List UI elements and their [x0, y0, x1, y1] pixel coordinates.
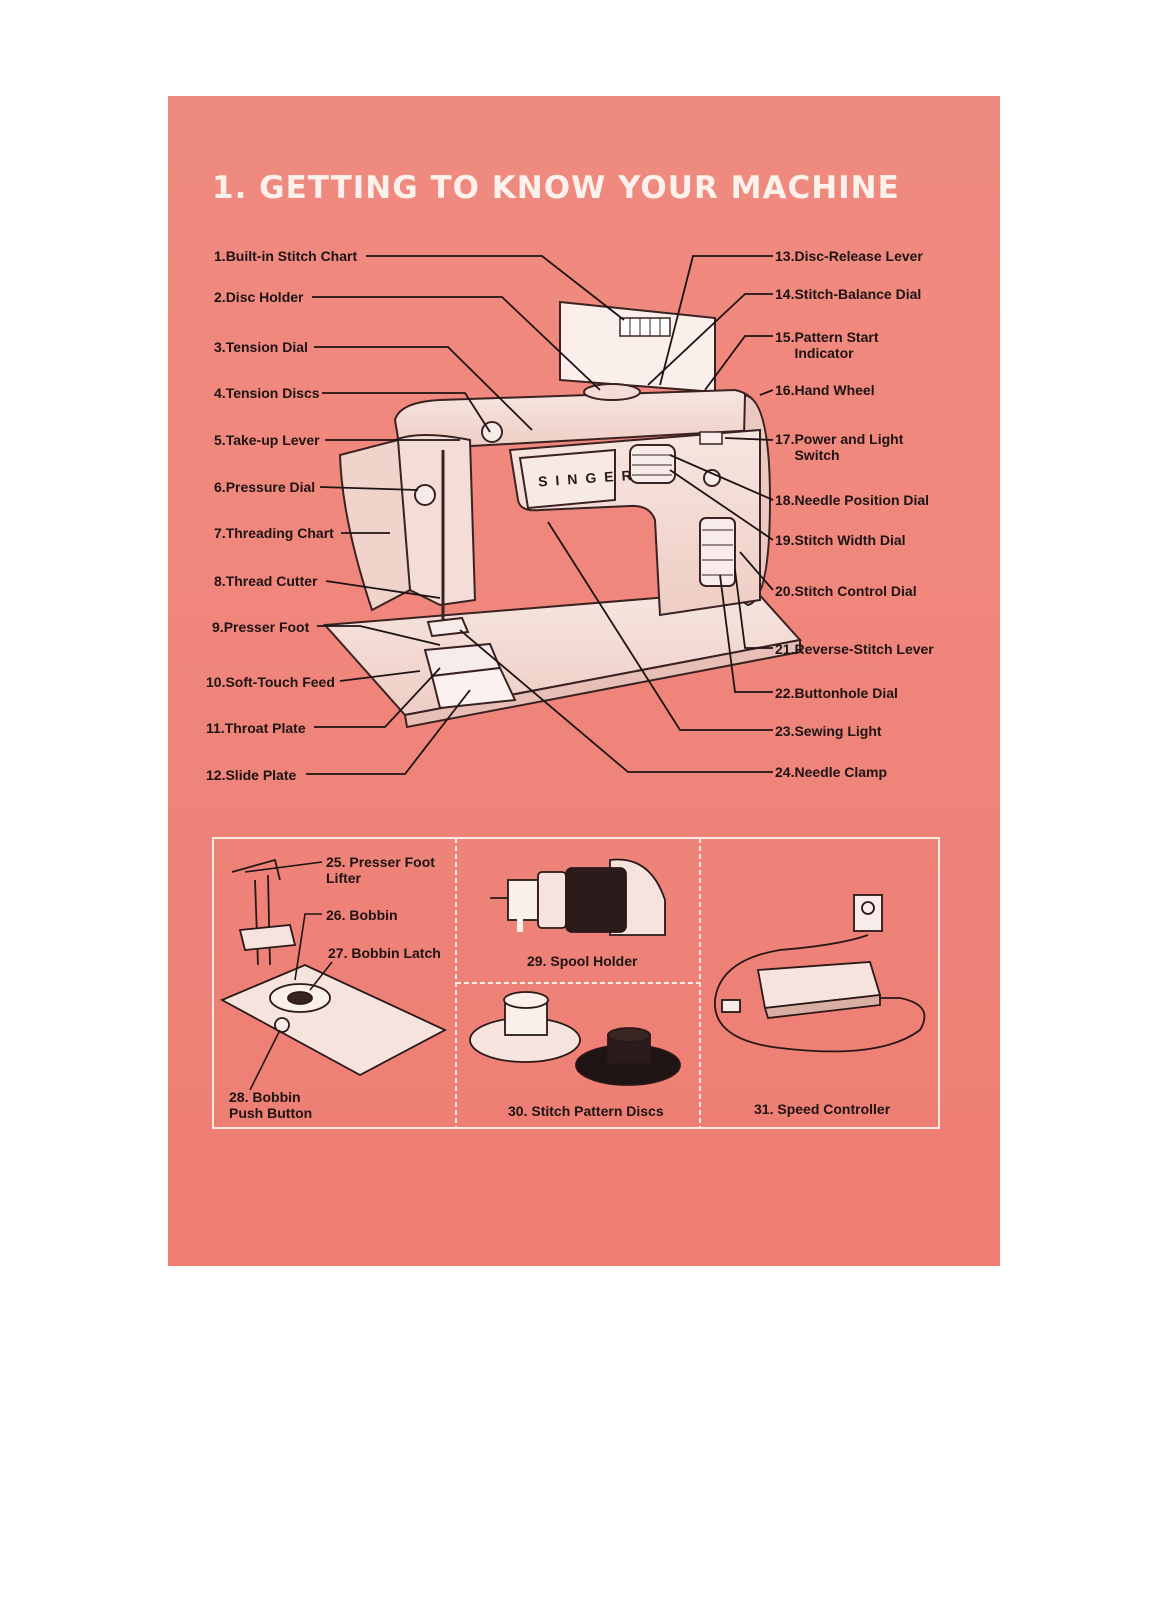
- accessory-panels: [212, 837, 940, 1129]
- label-buttonhole-dial: 22.Buttonhole Dial: [775, 685, 898, 701]
- label-tension-dial: 3.Tension Dial: [214, 339, 308, 355]
- label-hand-wheel: 16.Hand Wheel: [775, 382, 875, 398]
- label-pattern-start-indicator: 15.Pattern Start Indicator: [775, 329, 879, 361]
- label-throat-plate: 11.Throat Plate: [206, 720, 306, 736]
- label-disc-release-lever: 13.Disc-Release Lever: [775, 248, 923, 264]
- label-tension-discs: 4.Tension Discs: [214, 385, 320, 401]
- label-spool-holder: 29. Spool Holder: [527, 953, 638, 969]
- stitch-pattern-discs-illustration: [469, 991, 681, 1086]
- label-needle-position-dial: 18.Needle Position Dial: [775, 492, 930, 508]
- label-presser-foot-lifter: 25. Presser Foot Lifter: [326, 854, 435, 886]
- label-stitch-balance-dial: 14.Stitch-Balance Dial: [775, 286, 922, 302]
- page-title: 1. GETTING TO KNOW YOUR MACHINE: [212, 170, 900, 206]
- label-bobbin-latch: 27. Bobbin Latch: [328, 945, 441, 961]
- label-stitch-control-dial: 20.Stitch Control Dial: [775, 583, 917, 599]
- label-bobbin-push-button: 28. Bobbin Push Button: [229, 1089, 313, 1121]
- machine-illustration: [322, 300, 802, 729]
- label-thread-cutter: 8.Thread Cutter: [214, 573, 318, 589]
- label-disc-holder: 2.Disc Holder: [214, 289, 304, 305]
- label-stitch-pattern-discs: 30. Stitch Pattern Discs: [508, 1103, 664, 1119]
- label-sewing-light: 23.Sewing Light: [775, 723, 882, 739]
- label-needle-clamp: 24.Needle Clamp: [775, 764, 888, 780]
- label-speed-controller: 31. Speed Controller: [754, 1101, 891, 1117]
- label-soft-touch-feed: 10.Soft-Touch Feed: [206, 674, 335, 690]
- label-slide-plate: 12.Slide Plate: [206, 767, 297, 783]
- label-stitch-width-dial: 19.Stitch Width Dial: [775, 532, 906, 548]
- label-pressure-dial: 6.Pressure Dial: [214, 479, 316, 495]
- label-threading-chart: 7.Threading Chart: [214, 525, 334, 541]
- label-take-up-lever: 5.Take-up Lever: [214, 432, 320, 448]
- leader-lines-right: [459, 255, 774, 773]
- label-reverse-stitch-lever: 21.Reverse-Stitch Lever: [775, 641, 934, 657]
- bobbin-area-illustration: [219, 858, 448, 1077]
- leader-lines-left: [306, 255, 625, 775]
- label-bobbin: 26. Bobbin: [326, 907, 398, 923]
- label-presser-foot: 9.Presser Foot: [212, 619, 310, 635]
- label-built-in-stitch-chart: 1.Built-in Stitch Chart: [214, 248, 358, 264]
- spool-holder-illustration: [490, 858, 666, 936]
- label-power-and-light-switch: 17.Power and Light Switch: [775, 431, 904, 463]
- speed-controller-illustration: [714, 894, 926, 1053]
- bobbin-leader-lines: [244, 861, 333, 1091]
